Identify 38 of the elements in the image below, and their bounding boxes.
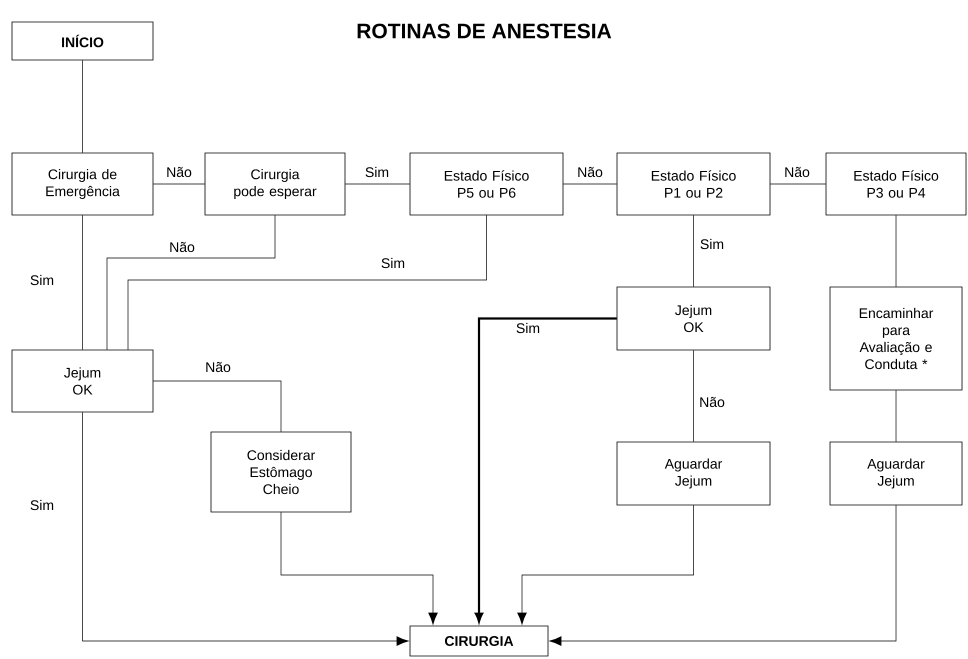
process-box: Estado Físico P1 ou P2	[616, 152, 770, 216]
arrow	[474, 317, 617, 622]
connector-line	[106, 215, 276, 350]
edge-label: Sim	[364, 166, 390, 178]
end-box: CIRURGIA	[410, 626, 548, 656]
process-box: Encaminhar para Avaliação e Conduta *	[830, 286, 962, 390]
connector-line	[693, 215, 694, 287]
edge-label: Não	[165, 166, 193, 178]
process-box: Jejum OK	[12, 350, 154, 412]
start-box: INÍCIO	[12, 22, 154, 60]
connector-line	[693, 350, 694, 442]
edge-label: Sim	[380, 256, 406, 270]
process-box: Estado Físico P3 ou P4	[826, 152, 966, 216]
arrow	[549, 505, 896, 646]
process-box: Cirurgia pode esperar	[204, 152, 346, 216]
edge-label: Sim	[514, 322, 542, 334]
arrow	[517, 505, 694, 625]
edge-label: Não	[576, 166, 604, 178]
process-box: Estado Físico P5 ou P6	[410, 152, 564, 216]
process-box: Aguardar Jejum	[616, 442, 770, 506]
edge-label: Sim	[698, 238, 726, 250]
edge-label: Não	[168, 240, 196, 254]
process-box: Aguardar Jejum	[830, 442, 962, 506]
edge-label: Não	[783, 166, 811, 178]
connector-line	[153, 380, 282, 432]
edge-label: Sim	[28, 498, 56, 512]
edge-label: Não	[204, 360, 232, 374]
connector-line	[82, 60, 83, 153]
connector-line	[82, 215, 83, 350]
process-box: Jejum OK	[616, 286, 770, 350]
process-box: Cirurgia de Emergência	[12, 152, 154, 216]
arrow	[82, 412, 409, 646]
title: ROTINAS DE ANESTESIA	[358, 24, 612, 38]
connector-line	[128, 215, 487, 350]
arrow	[280, 512, 438, 625]
edge-label: Não	[698, 396, 726, 408]
process-box: Considerar Estômago Cheio	[210, 432, 352, 512]
edge-label: Sim	[28, 274, 56, 286]
